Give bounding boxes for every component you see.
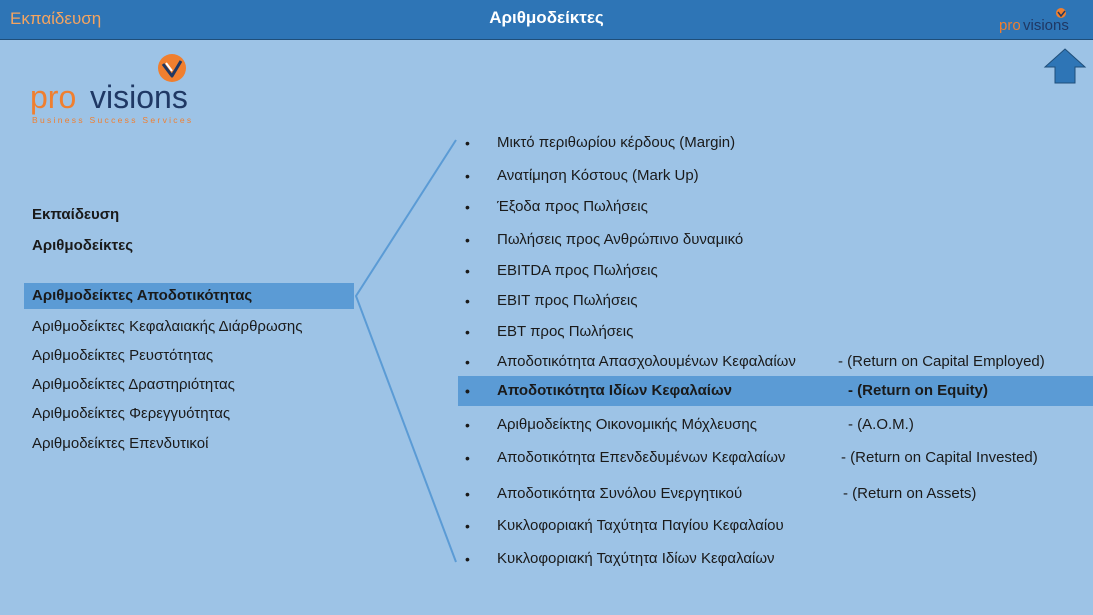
logo-tagline: Business Success Services <box>32 115 193 125</box>
ratio-abbreviation: - (Return on Assets) <box>843 485 977 502</box>
bullet-icon: • <box>465 551 470 567</box>
section-title: Εκπαίδευση <box>10 9 102 28</box>
ratio-name: Μικτό περιθωρίου κέρδους (Margin) <box>497 134 736 151</box>
nav-item-investment[interactable]: Αριθμοδείκτες Επενδυτικοί <box>32 435 209 452</box>
up-arrow-icon[interactable] <box>1043 47 1087 85</box>
ratio-name: Αποδοτικότητα Απασχολουμένων Κεφαλαίων <box>497 353 796 370</box>
nav-heading-ratios[interactable]: Αριθμοδείκτες <box>32 237 134 254</box>
ratio-name: Πωλήσεις προς Ανθρώπινο δυναμικό <box>497 231 744 248</box>
bullet-icon: • <box>465 383 470 399</box>
bullet-icon: • <box>465 417 470 433</box>
ratio-abbreviation: - (Return on Capital Invested) <box>841 449 1038 466</box>
bullet-icon: • <box>465 293 470 309</box>
page-title: Αριθμοδείκτες <box>489 8 604 27</box>
list-item[interactable]: • EBT προς Πωλήσεις <box>458 317 1093 347</box>
bullet-icon: • <box>465 232 470 248</box>
list-item[interactable]: • Έξοδα προς Πωλήσεις <box>458 192 1093 222</box>
nav-item-activity[interactable]: Αριθμοδείκτες Δραστηριότητας <box>32 376 235 393</box>
ratio-name: Έξοδα προς Πωλήσεις <box>497 198 648 215</box>
list-item[interactable]: • Μικτό περιθωρίου κέρδους (Margin) <box>458 128 1093 158</box>
header-bar: Εκπαίδευση Αριθμοδείκτες pro visions <box>0 0 1093 40</box>
logo-visions-text: visions <box>90 79 188 115</box>
ratio-name: Κυκλοφοριακή Ταχύτητα Ιδίων Κεφαλαίων <box>497 550 775 567</box>
nav-item-capital-structure[interactable]: Αριθμοδείκτες Κεφαλαιακής Διάρθρωσης <box>32 318 303 335</box>
list-item[interactable]: • Αποδοτικότητα Απασχολουμένων Κεφαλαίων… <box>458 347 1093 377</box>
list-item[interactable]: • EBIT προς Πωλήσεις <box>458 286 1093 316</box>
ratio-name: Αριθμοδείκτης Οικονομικής Μόχλευσης <box>497 416 757 433</box>
list-item[interactable]: • EBITDA προς Πωλήσεις <box>458 256 1093 286</box>
nav-heading-training[interactable]: Εκπαίδευση <box>32 206 120 223</box>
svg-text:pro: pro <box>999 17 1021 34</box>
nav-item-solvency[interactable]: Αριθμοδείκτες Φερεγγυότητας <box>32 405 231 422</box>
bullet-icon: • <box>465 324 470 340</box>
ratio-abbreviation: - (Α.Ο.Μ.) <box>848 416 914 433</box>
ratio-name: EBIT προς Πωλήσεις <box>497 292 638 309</box>
nav-item-profitability[interactable]: Αριθμοδείκτες Αποδοτικότητας <box>24 283 354 309</box>
ratio-name: Αποδοτικότητα Ιδίων Κεφαλαίων <box>497 382 732 399</box>
list-item[interactable]: • Ανατίμηση Κόστους (Mark Up) <box>458 161 1093 191</box>
ratio-name: EBT προς Πωλήσεις <box>497 323 634 340</box>
bullet-icon: • <box>465 354 470 370</box>
ratio-abbreviation: - (Return on Capital Employed) <box>838 353 1045 370</box>
list-item[interactable]: • Κυκλοφοριακή Ταχύτητα Παγίου Κεφαλαίου <box>458 511 1093 541</box>
provisions-small-logo: pro visions <box>999 8 1069 34</box>
list-item[interactable]: • Αριθμοδείκτης Οικονομικής Μόχλευσης - … <box>458 410 1093 440</box>
bullet-icon: • <box>465 450 470 466</box>
ratio-name: Ανατίμηση Κόστους (Mark Up) <box>497 167 699 184</box>
bullet-icon: • <box>465 518 470 534</box>
bullet-icon: • <box>465 168 470 184</box>
bullet-icon: • <box>465 486 470 502</box>
list-item[interactable]: • Κυκλοφοριακή Ταχύτητα Ιδίων Κεφαλαίων <box>458 544 1093 574</box>
bullet-icon: • <box>465 199 470 215</box>
bullet-icon: • <box>465 263 470 279</box>
bullet-icon: • <box>465 135 470 151</box>
ratio-name: Αποδοτικότητα Συνόλου Ενεργητικού <box>497 485 743 502</box>
provisions-logo: pro visions Business Success Services <box>30 54 193 125</box>
ratio-abbreviation: - (Return on Equity) <box>848 382 988 399</box>
svg-text:visions: visions <box>1023 17 1069 34</box>
list-item-active[interactable]: • Αποδοτικότητα Ιδίων Κεφαλαίων - (Retur… <box>458 376 1093 406</box>
list-item[interactable]: • Αποδοτικότητα Επενδεδυμένων Κεφαλαίων … <box>458 443 1093 473</box>
ratio-name: EBITDA προς Πωλήσεις <box>497 262 658 279</box>
ratio-name: Κυκλοφοριακή Ταχύτητα Παγίου Κεφαλαίου <box>497 517 784 534</box>
list-item[interactable]: • Πωλήσεις προς Ανθρώπινο δυναμικό <box>458 225 1093 255</box>
logo-pro-text: pro <box>30 79 76 115</box>
list-item[interactable]: • Αποδοτικότητα Συνόλου Ενεργητικού - (R… <box>458 479 1093 509</box>
ratio-name: Αποδοτικότητα Επενδεδυμένων Κεφαλαίων <box>497 449 786 466</box>
bracket-connector <box>354 139 457 563</box>
nav-item-liquidity[interactable]: Αριθμοδείκτες Ρευστότητας <box>32 347 214 364</box>
